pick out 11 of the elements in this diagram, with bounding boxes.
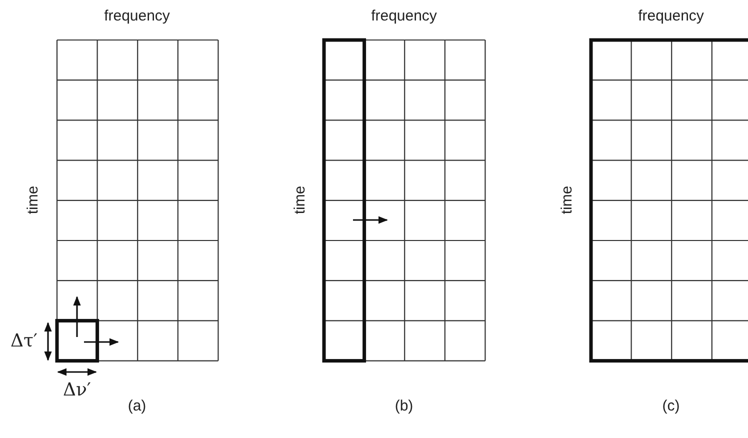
- axis-label: frequency: [638, 8, 704, 24]
- dimension-label: Δτ′: [10, 330, 38, 352]
- dimension-label: Δν′: [62, 380, 92, 400]
- panel-label: (a): [128, 398, 146, 414]
- axis-label: time: [558, 186, 576, 214]
- axis-label: frequency: [104, 8, 170, 24]
- axis-label: frequency: [371, 8, 437, 24]
- panel-label: (c): [662, 398, 680, 414]
- axis-label: time: [292, 186, 308, 214]
- axis-label: time: [24, 186, 42, 214]
- panel-label: (b): [394, 398, 414, 414]
